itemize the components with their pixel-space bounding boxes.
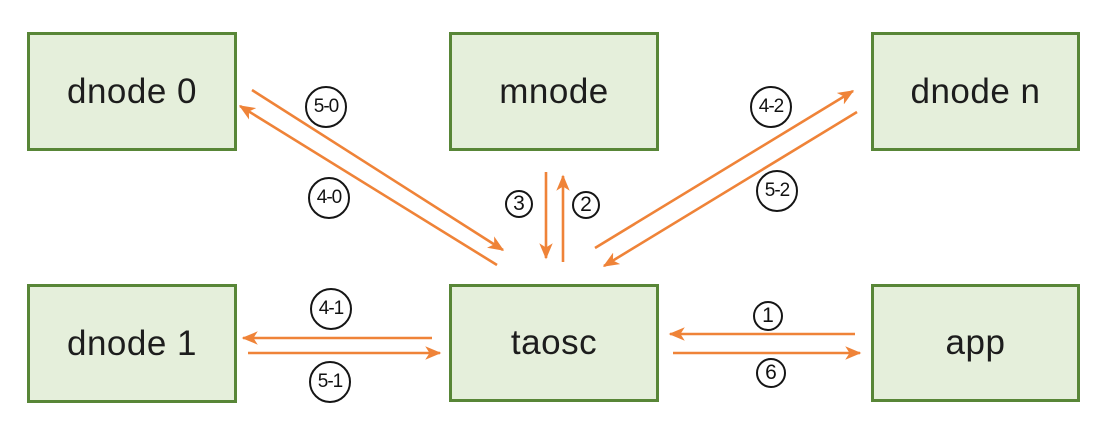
edge-label-5-1: 5-1 (309, 361, 351, 403)
node-app: app (871, 284, 1080, 402)
edge-label-2: 2 (572, 191, 600, 219)
node-label-mnode: mnode (499, 71, 609, 111)
node-mnode: mnode (449, 32, 659, 151)
edge-label-5-2: 5-2 (756, 170, 798, 212)
edge-label-1: 1 (753, 301, 783, 331)
edge-label-5-0: 5-0 (305, 86, 347, 128)
edge-label-4-1: 4-1 (310, 288, 352, 330)
node-label-taosc: taosc (510, 323, 598, 362)
edge-label-4-2: 4-2 (750, 86, 792, 128)
node-label-dnode1: dnode 1 (66, 323, 198, 363)
node-label-dnoden: dnode n (910, 71, 1041, 111)
node-dnode0: dnode 0 (27, 32, 237, 151)
edge-label-3: 3 (505, 190, 533, 218)
node-dnode1: dnode 1 (27, 284, 237, 403)
node-taosc: taosc (449, 284, 659, 402)
node-dnoden: dnode n (871, 32, 1080, 151)
node-label-dnode0: dnode 0 (66, 71, 198, 111)
edge-label-4-0: 4-0 (308, 177, 350, 219)
edge-label-6: 6 (756, 358, 786, 388)
node-label-app: app (945, 323, 1006, 362)
